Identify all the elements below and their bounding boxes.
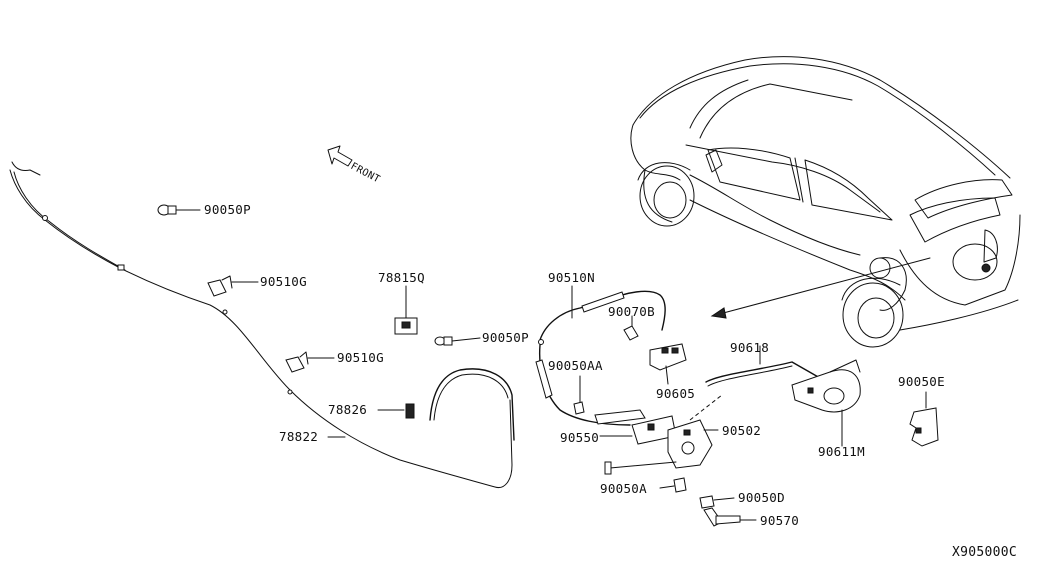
label-90050aa: 90050AA <box>548 358 603 373</box>
release-cable-78822 <box>9 161 513 489</box>
label-78815q: 78815Q <box>378 270 425 285</box>
label-90070b: 90070B <box>608 304 655 319</box>
drawing-id: X905000C <box>952 545 1017 560</box>
clip-90050e <box>909 391 939 447</box>
cable-loop-78826 <box>405 368 515 441</box>
striker-parts <box>699 495 757 527</box>
bracket-78815q <box>394 285 418 335</box>
label-90570: 90570 <box>760 513 799 528</box>
vehicle-illustration <box>630 56 1021 348</box>
label-90050d: 90050D <box>738 490 785 505</box>
part-labels: 90050P 90510G 78815Q 90050P 90510G 78826… <box>204 202 945 528</box>
label-90502: 90502 <box>722 423 761 438</box>
front-direction-indicator: FRONT <box>327 145 382 186</box>
label-90050a: 90050A <box>600 481 647 496</box>
rod-and-bracket <box>705 345 861 447</box>
label-90050p-mid: 90050P <box>482 330 529 345</box>
label-90510g-mid: 90510G <box>337 350 384 365</box>
label-90050p-top: 90050P <box>204 202 251 217</box>
clip-90510g-mid <box>285 351 335 373</box>
label-90550: 90550 <box>560 430 599 445</box>
label-90605: 90605 <box>656 386 695 401</box>
label-90510g-top: 90510G <box>260 274 307 289</box>
label-90611m: 90611M <box>818 444 865 459</box>
label-90050e: 90050E <box>898 374 945 389</box>
clip-90510g-top <box>207 275 259 297</box>
label-90618: 90618 <box>730 340 769 355</box>
label-78822: 78822 <box>279 429 318 444</box>
latch-assembly <box>535 285 723 493</box>
label-90510n: 90510N <box>548 270 595 285</box>
grommet-90050p-top <box>157 204 201 216</box>
front-label: FRONT <box>349 161 382 186</box>
grommet-90050p-mid <box>434 336 481 346</box>
label-78826: 78826 <box>328 402 367 417</box>
